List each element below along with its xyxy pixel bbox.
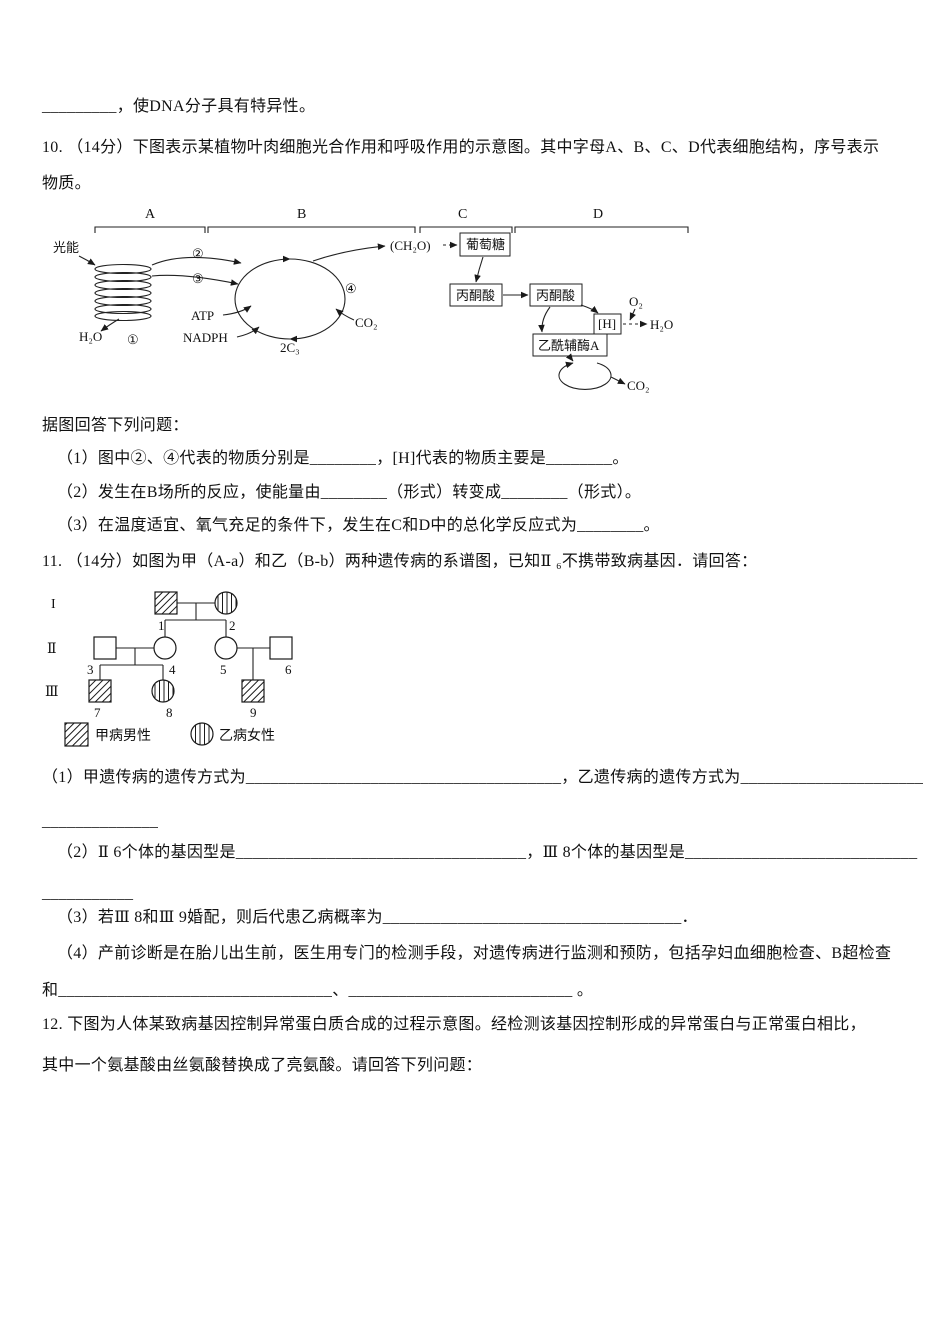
pedigree-iii7-affected-male <box>88 679 112 703</box>
substance-2-label: ② <box>192 246 204 261</box>
q11-sub1-continuation: ______________ <box>42 813 159 830</box>
pedigree-i1-affected-male <box>154 591 178 615</box>
q10-header-line1: 10. （14分）下图表示某植物叶肉细胞光合作用和呼吸作用的示意图。其中字母A、… <box>42 139 880 156</box>
generation-3-label: Ⅲ <box>45 685 59 700</box>
h-carrier-box <box>593 313 622 335</box>
legend-affected-male-symbol <box>64 722 89 747</box>
q11-sub2-continuation: ___________ <box>42 885 134 902</box>
pedigree-number-6: 6 <box>285 662 292 677</box>
ch2o-label: (CH₂O) <box>390 238 431 253</box>
grana-stack <box>94 263 152 322</box>
pedigree-number-4: 4 <box>169 662 176 677</box>
generation-2-label: Ⅱ <box>47 642 57 657</box>
region-brackets <box>94 226 689 233</box>
q10-sub2: （2）发生在B场所的反应，使能量由________（形式）转变成________… <box>57 484 642 501</box>
pedigree-ii6-male <box>269 636 293 660</box>
q11-sub2: （2）Ⅱ 6个体的基因型是___________________________… <box>57 844 918 861</box>
generation-1-label: I <box>51 597 56 612</box>
atp-label: ATP <box>191 308 214 323</box>
pedigree-number-9: 9 <box>250 705 257 720</box>
co2-krebs-label: CO₂ <box>627 378 650 393</box>
light-energy-label: 光能 <box>53 240 79 255</box>
q11-sub3: （3）若Ⅲ 8和Ⅲ 9婚配，则后代患乙病概率为_________________… <box>57 909 698 926</box>
pedigree-number-2: 2 <box>229 618 236 633</box>
pedigree-ii4-female <box>153 636 177 660</box>
h2o-right-label: H₂O <box>650 317 673 332</box>
pyruvate-d-label: 丙酮酸 <box>536 288 575 303</box>
region-d-label: D <box>593 207 603 222</box>
pedigree-number-1: 1 <box>158 618 165 633</box>
q10-prompt: 据图回答下列问题： <box>42 417 189 434</box>
krebs-cycle <box>558 353 626 390</box>
nadph-label: NADPH <box>183 330 228 345</box>
region-a-label: A <box>145 207 156 222</box>
region-b-label: B <box>297 207 306 222</box>
dna-specificity-line: _________，使DNA分子具有特异性。 <box>42 98 316 115</box>
q10-header-line2: 物质。 <box>42 175 91 192</box>
pedigree-number-8: 8 <box>166 705 173 720</box>
pedigree-diagram: I Ⅱ Ⅲ 1 2 3 4 5 6 7 <box>45 591 293 747</box>
pedigree-number-5: 5 <box>220 662 227 677</box>
pedigree-iii9-affected-male <box>241 679 265 703</box>
pyruvate-c-label: 丙酮酸 <box>456 288 495 303</box>
pyruvate-mitochondrion-box <box>529 283 583 307</box>
q12-intro-line1: 12. 下图为人体某致病基因控制异常蛋白质合成的过程示意图。经检测该基因控制形成… <box>42 1016 866 1033</box>
q11-header: 11. （14分）如图为甲（A-a）和乙（B-b）两种遗传病的系谱图，已知Ⅱ ₆… <box>42 553 758 570</box>
pedigree-ii5-female <box>214 636 238 660</box>
q11-sub4-line2: 和_________________________________、_____… <box>42 982 594 999</box>
c3-label: 2C₃ <box>280 340 300 355</box>
water-split-arrow <box>100 318 120 332</box>
acetyl-coa-label: 乙酰辅酶A <box>538 338 600 353</box>
q11-sub4-line1: （4）产前诊断是在胎儿出生前，医生用专门的检测手段，对遗传病进行监测和预防，包括… <box>57 945 892 962</box>
pedigree-number-3: 3 <box>87 662 94 677</box>
pyruvate-cytoplasm-box <box>449 283 503 307</box>
pedigree-i2-affected-female <box>214 591 238 615</box>
q10-sub3: （3）在温度适宜、氧气充足的条件下，发生在C和D中的总化学反应式为_______… <box>57 517 660 534</box>
q11-sub1: （1）甲遗传病的遗传方式为___________________________… <box>42 769 924 786</box>
substance-3-label: ③ <box>192 271 204 286</box>
o2-label: O₂ <box>629 294 643 309</box>
h2o-left-label: H₂O <box>79 329 102 344</box>
co2-calvin-label: CO₂ <box>355 315 378 330</box>
region-c-label: C <box>458 207 467 222</box>
legend-affected-male-label: 甲病男性 <box>95 728 151 744</box>
glucose-label: 葡萄糖 <box>466 237 505 252</box>
substance-4-label: ④ <box>345 281 357 296</box>
pedigree-ii3-male <box>93 636 117 660</box>
glucose-box <box>459 232 511 257</box>
calvin-cycle <box>234 243 386 343</box>
pedigree-iii8-affected-female <box>151 679 175 703</box>
q12-intro-line2: 其中一个氨基酸由丝氨酸替换成了亮氨酸。请回答下列问题： <box>42 1057 483 1074</box>
h-carrier-label: [H] <box>598 316 616 331</box>
pedigree-connectors <box>99 602 270 680</box>
substance-1-label: ① <box>127 332 139 347</box>
legend-affected-female-symbol <box>190 722 214 746</box>
light-reaction-arrow-3 <box>151 274 239 286</box>
pedigree-number-7: 7 <box>94 705 101 720</box>
light-reaction-arrow-2 <box>151 256 242 266</box>
q10-sub1: （1）图中②、④代表的物质分别是________，[H]代表的物质主要是____… <box>57 450 629 467</box>
photosynthesis-respiration-diagram: A B C D 光能 ② ③ ATP NADPH H₂O ① <box>53 207 689 393</box>
legend-affected-female-label: 乙病女性 <box>219 727 275 744</box>
